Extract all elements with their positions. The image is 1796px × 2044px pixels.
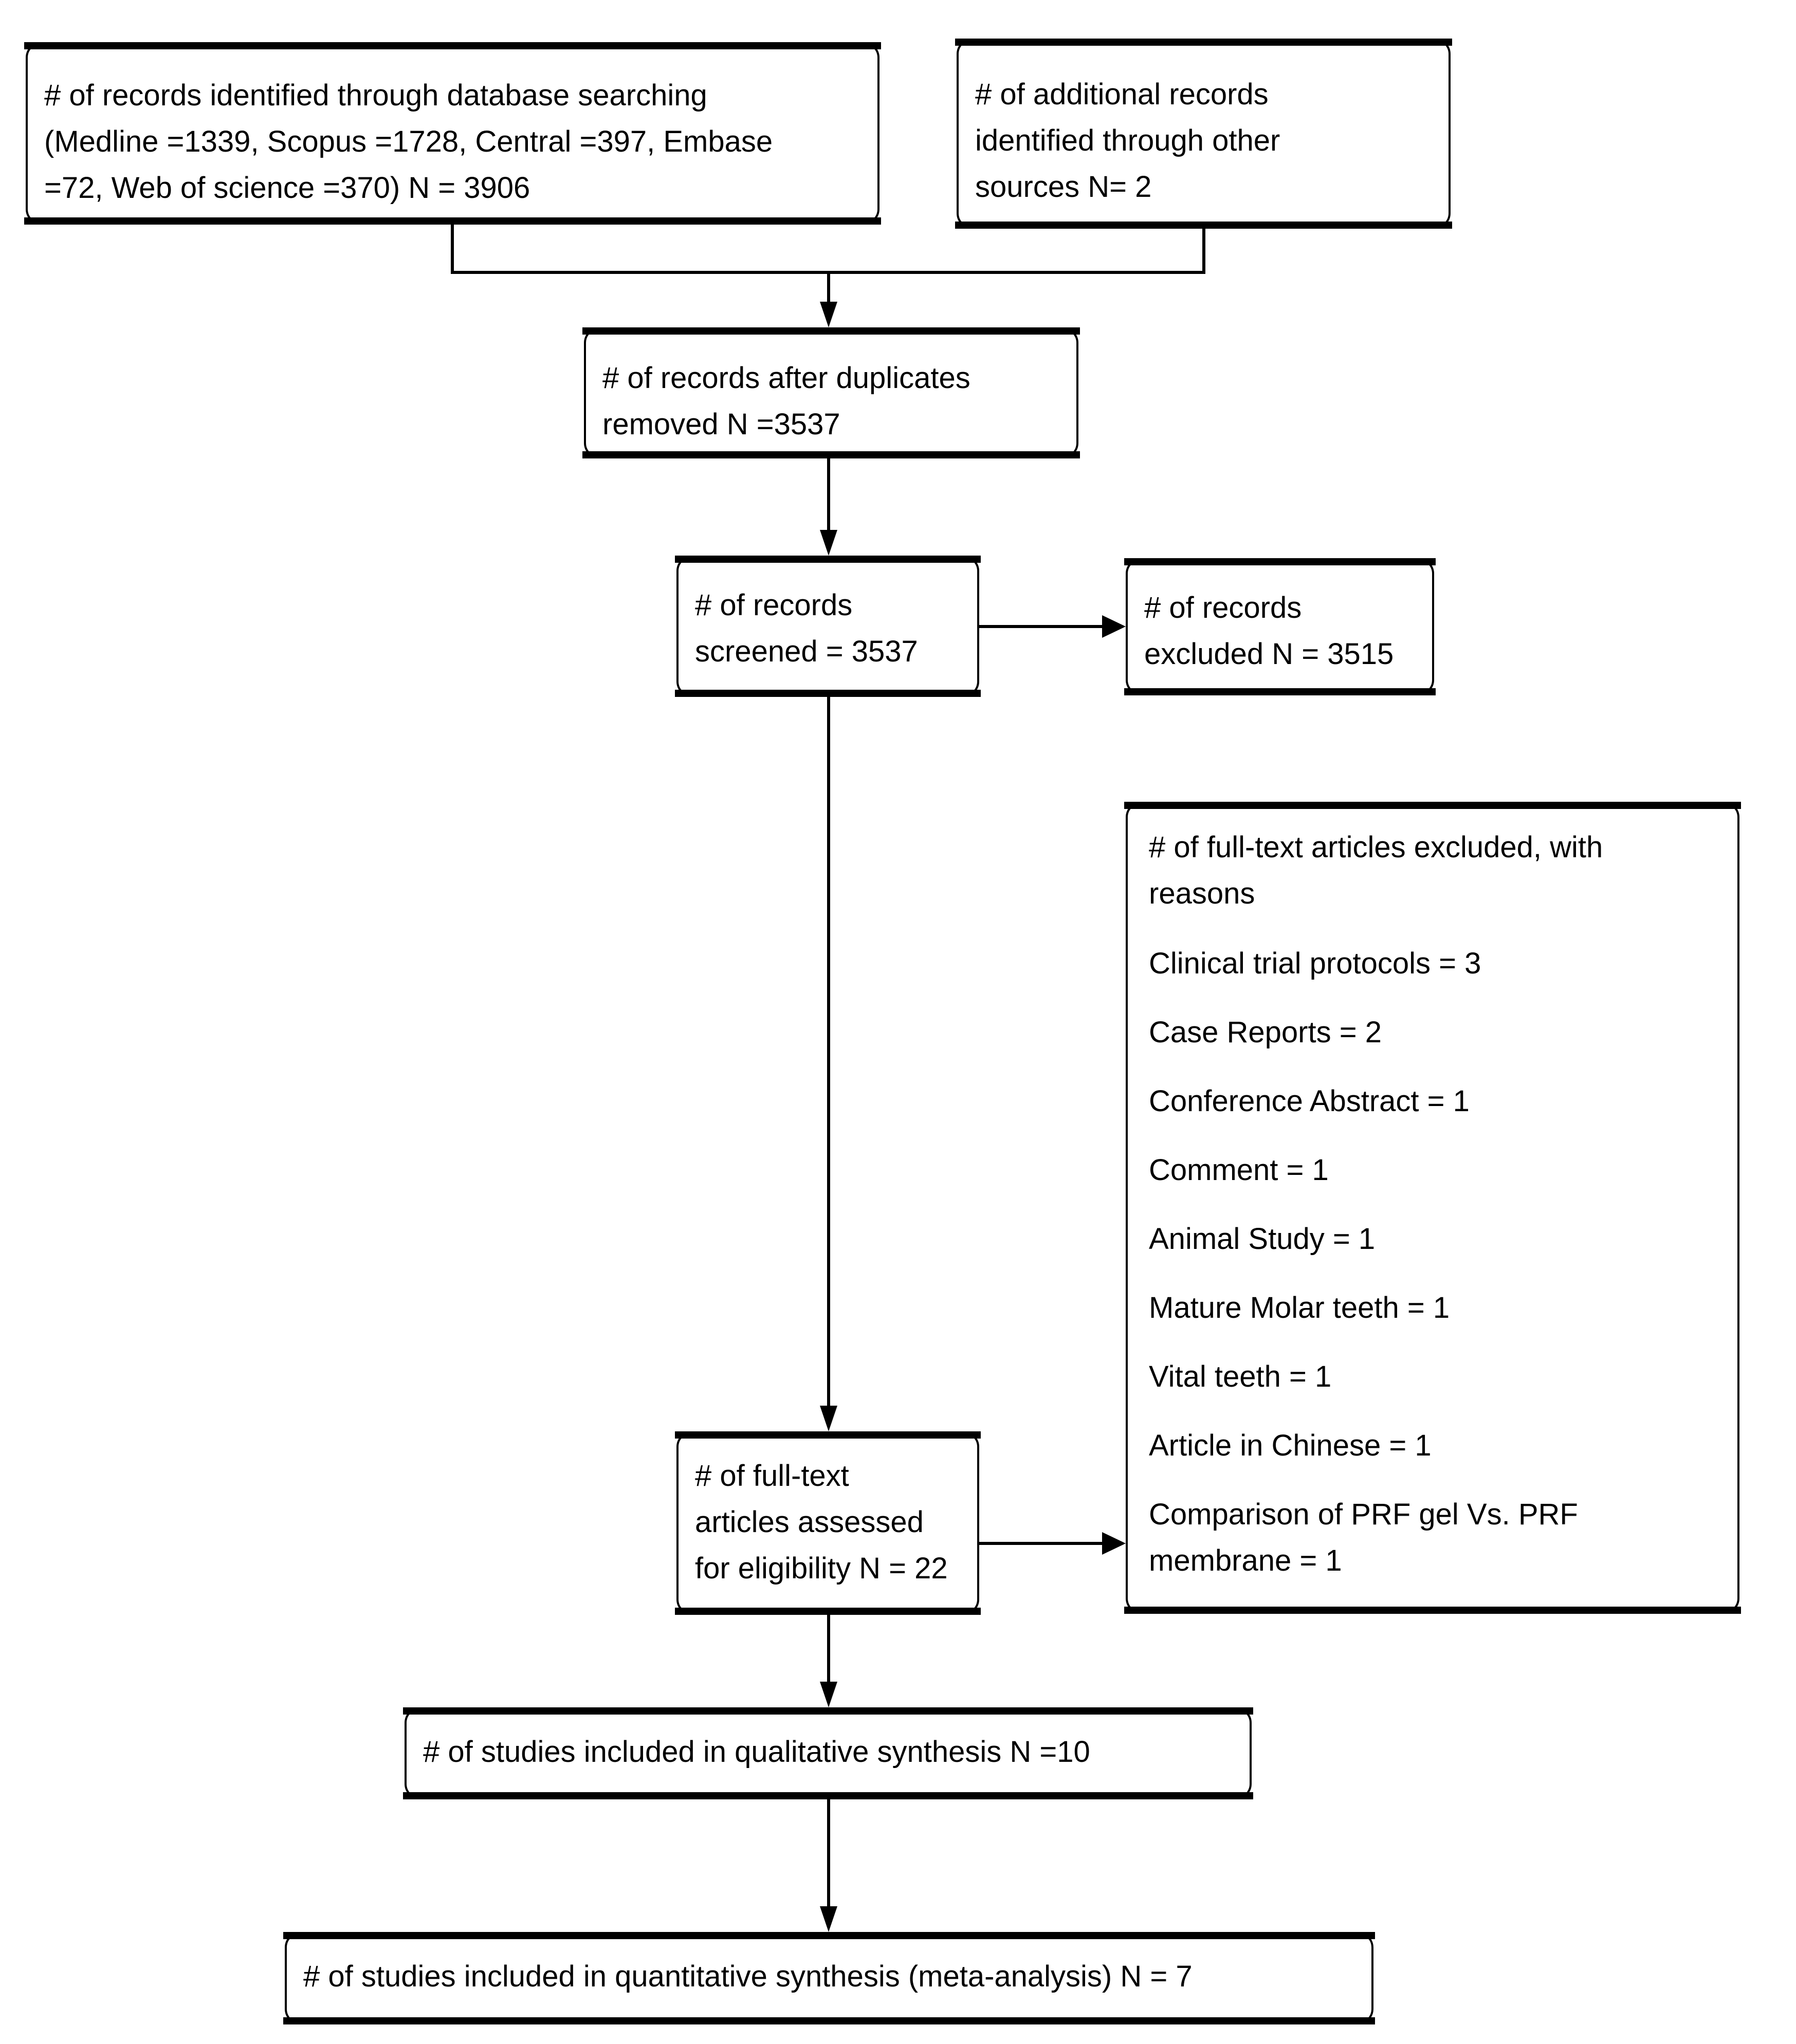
connector-additional-drop xyxy=(1202,229,1205,274)
exclusion-reason: Vital teeth = 1 xyxy=(1149,1360,1332,1393)
box-qualitative-synthesis-text: # of studies included in qualitative syn… xyxy=(423,1735,1090,1769)
box-records-identified: # of records identified through database… xyxy=(24,42,881,225)
arrowhead-to-reasons xyxy=(1102,1532,1126,1555)
box-fulltext-assessed-text: # of full-text articles assessed for eli… xyxy=(695,1459,948,1585)
connector-screened-to-fulltext xyxy=(827,697,830,1406)
exclusion-reason: Article in Chinese = 1 xyxy=(1149,1429,1432,1462)
connector-identified-drop xyxy=(451,225,454,274)
arrowhead-to-fulltext xyxy=(820,1406,837,1431)
box-fulltext-assessed: # of full-text articles assessed for eli… xyxy=(675,1431,981,1615)
exclusion-reason: Animal Study = 1 xyxy=(1149,1222,1376,1256)
exclusion-reason: Comparison of PRF gel Vs. PRF membrane =… xyxy=(1149,1498,1578,1577)
box-duplicates-removed-text: # of records after duplicates removed N … xyxy=(602,361,970,441)
exclusion-reason: Case Reports = 2 xyxy=(1149,1016,1382,1049)
arrowhead-to-dedup xyxy=(820,302,837,327)
connector-merge-horizontal xyxy=(451,271,1205,274)
box-records-screened-text: # of records screened = 3537 xyxy=(695,588,918,668)
arrowhead-to-quantitative xyxy=(820,1906,837,1932)
connector-fulltext-to-qualitative xyxy=(827,1615,830,1682)
box-additional-records: # of additional records identified throu… xyxy=(955,39,1452,229)
arrowhead-to-excluded xyxy=(1102,615,1126,638)
box-records-screened: # of records screened = 3537 xyxy=(675,556,981,697)
box-duplicates-removed: # of records after duplicates removed N … xyxy=(582,327,1080,458)
connector-dedup-to-screened xyxy=(827,458,830,530)
connector-merge-to-dedup xyxy=(827,274,830,303)
box-fulltext-excluded-reasons: # of full-text articles excluded, with r… xyxy=(1124,802,1741,1614)
arrowhead-to-qualitative xyxy=(820,1682,837,1707)
box-quantitative-synthesis-text: # of studies included in quantitative sy… xyxy=(303,1960,1193,1993)
box-qualitative-synthesis: # of studies included in qualitative syn… xyxy=(403,1707,1253,1799)
box-quantitative-synthesis: # of studies included in quantitative sy… xyxy=(283,1932,1375,2024)
exclusion-reason: Mature Molar teeth = 1 xyxy=(1149,1291,1450,1324)
exclusion-title: # of full-text articles excluded, with r… xyxy=(1149,831,1603,910)
connector-screened-to-excluded xyxy=(979,625,1103,628)
box-additional-records-text: # of additional records identified throu… xyxy=(975,78,1280,204)
box-records-excluded-text: # of records excluded N = 3515 xyxy=(1144,591,1394,671)
connector-qualitative-to-quantitative xyxy=(827,1799,830,1906)
arrowhead-to-screened xyxy=(820,530,837,556)
box-records-identified-text: # of records identified through database… xyxy=(44,79,773,205)
connector-fulltext-to-reasons xyxy=(979,1542,1103,1545)
exclusion-reason: Clinical trial protocols = 3 xyxy=(1149,947,1481,980)
exclusion-reason: Conference Abstract = 1 xyxy=(1149,1084,1470,1118)
exclusion-reason: Comment = 1 xyxy=(1149,1153,1329,1187)
box-records-excluded: # of records excluded N = 3515 xyxy=(1124,558,1436,695)
